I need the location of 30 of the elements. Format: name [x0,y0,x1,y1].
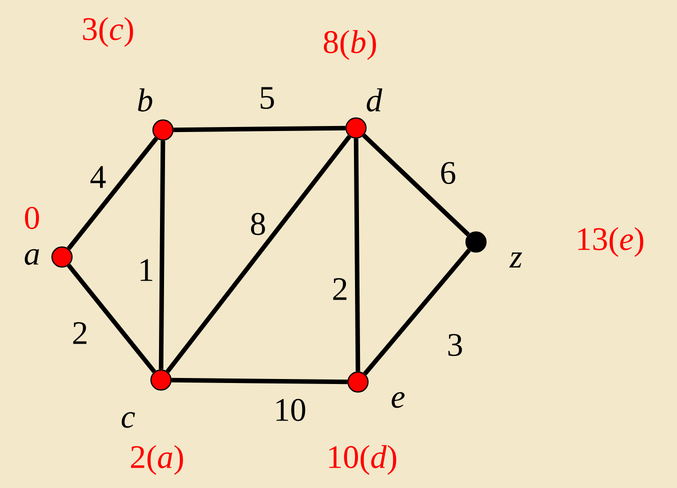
edge-line [174,126,346,132]
distance-label: 3(c) [83,17,134,47]
vertex-name: a [24,249,39,265]
edge-weight: 10 [276,398,306,422]
edge-line [66,136,158,250]
edge-weight: 8 [251,212,265,236]
vertex-name: e [392,392,405,408]
edge-weight: 4 [90,166,106,188]
edge-line [362,134,470,236]
vertex-name: d [366,88,382,112]
edge-weight: 3 [448,334,462,356]
edge-line [363,248,471,376]
edge-line [172,378,348,384]
edge-line [158,140,166,370]
distance-label: 8(b) [324,30,376,60]
vertex-name: c [122,412,135,428]
distance-label: 10(d) [329,445,396,475]
vertex-name: z [509,252,522,268]
edge-line [66,264,156,374]
edge-weight: 2 [333,278,346,300]
edge-weight: 2 [73,322,86,344]
edge-weight: 5 [260,87,274,109]
distance-label: 0 [25,206,39,230]
edge-line [166,135,352,373]
distance-label: 2(a) [131,445,183,475]
edge-weight: 6 [441,162,456,184]
edge-line [354,138,360,372]
edge-weight: 1 [140,259,152,281]
distance-label: 13(e) [578,227,644,257]
vertex-name: b [138,88,152,112]
